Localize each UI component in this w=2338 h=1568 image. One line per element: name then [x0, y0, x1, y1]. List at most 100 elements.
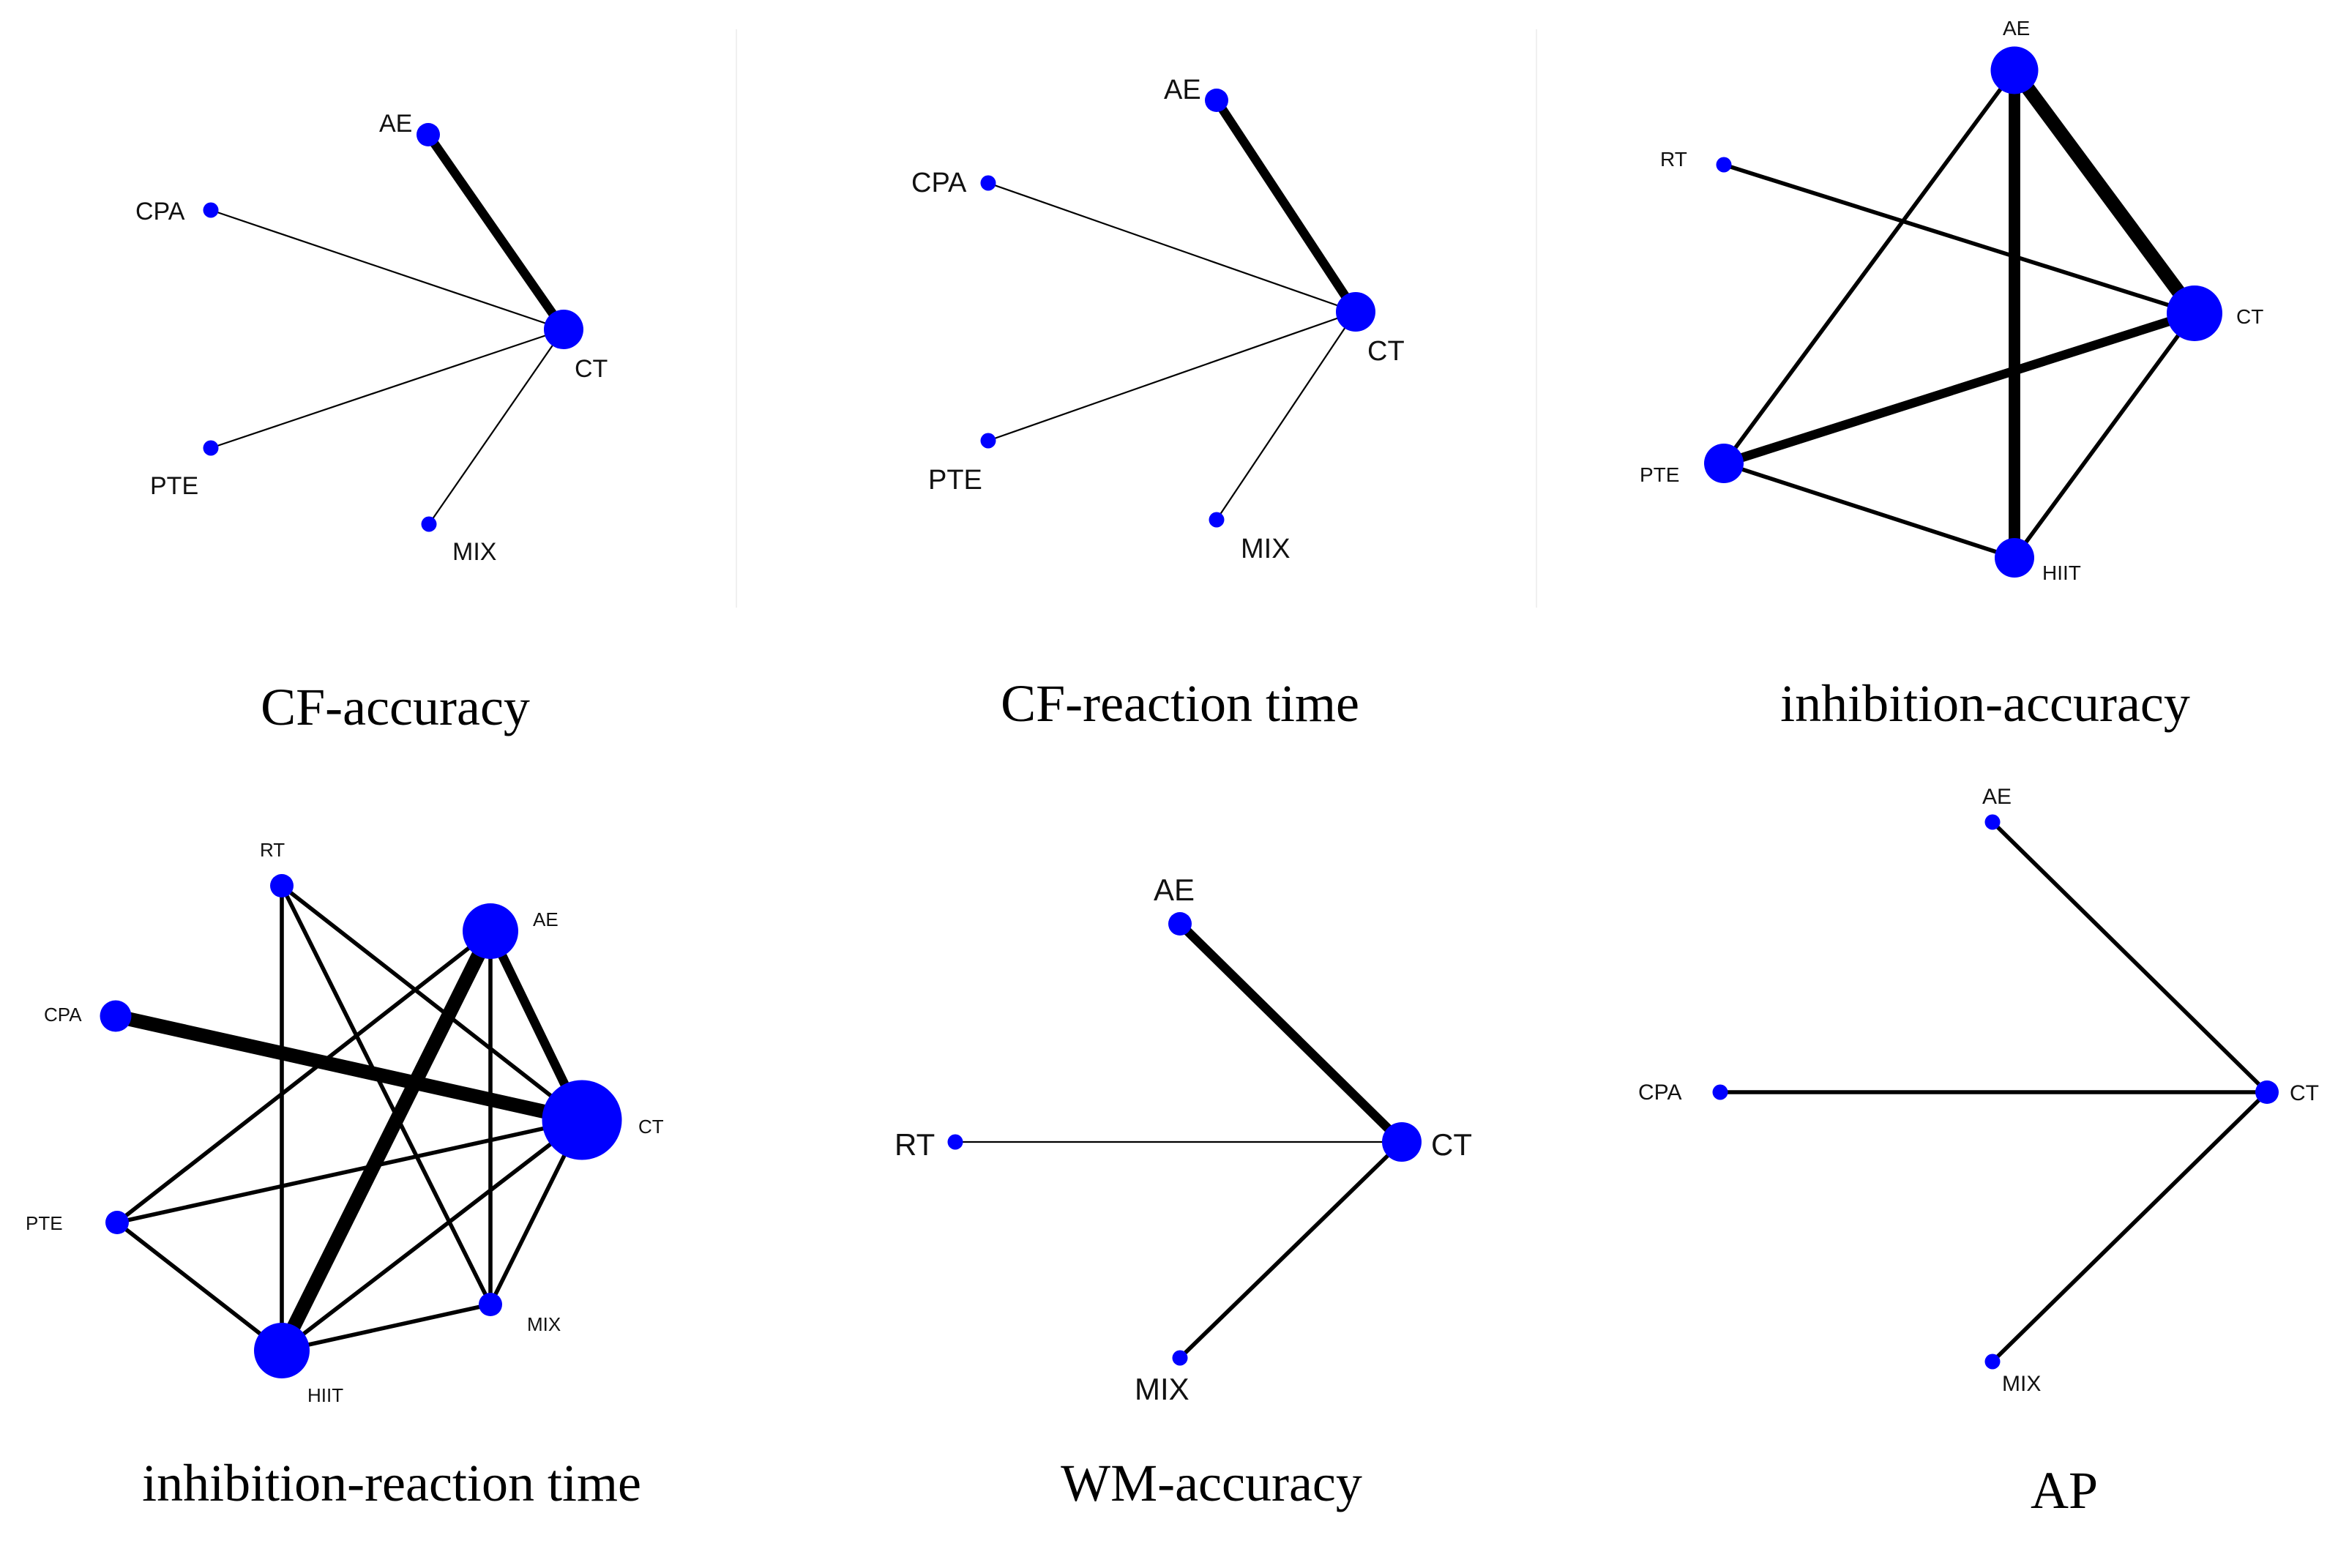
node-rt — [947, 1134, 963, 1150]
panel-caption-wm-accuracy: WM-accuracy — [1061, 1454, 1362, 1512]
node-label-cpa: CPA — [1638, 1080, 1681, 1105]
node-label-rt: RT — [1660, 148, 1687, 171]
edge-mix-ct — [428, 329, 564, 525]
edge-ct-hiit — [2012, 312, 2197, 559]
edge-ae-ct — [1176, 920, 1405, 1146]
edge-pte-ct — [1722, 309, 2196, 468]
network-panel: AE CPA CT PTE MIX — [135, 110, 608, 566]
node-ct — [2255, 1080, 2279, 1104]
node-mix — [1984, 1354, 2001, 1370]
node-ct — [544, 310, 583, 349]
node-label-rt: RT — [895, 1127, 935, 1162]
node-ct — [1382, 1122, 1422, 1162]
node-mix — [1209, 512, 1225, 528]
edge-mix-ct — [1179, 1140, 1403, 1360]
node-mix — [421, 516, 437, 532]
node-label-mix: MIX — [1241, 534, 1291, 564]
node-label-ae: AE — [2003, 17, 2030, 40]
node-label-ae: AE — [533, 908, 559, 930]
node-label-mix: MIX — [1135, 1372, 1189, 1406]
edge-rt-ct — [1723, 163, 2195, 316]
node-label-cpa: CPA — [135, 198, 185, 225]
panel-caption-inhibition-accuracy: inhibition-accuracy — [1780, 674, 2190, 733]
node-ae — [1168, 912, 1192, 936]
node-label-ae: AE — [1164, 75, 1201, 105]
node-label-mix: MIX — [2002, 1372, 2041, 1396]
node-ae — [463, 903, 518, 959]
node-label-cpa: CPA — [44, 1004, 82, 1026]
edge-ae-ct — [1991, 821, 2268, 1094]
panel-caption-cf-accuracy: CF-accuracy — [261, 678, 530, 736]
network-panel: AE RT CT PTE HIIT — [1640, 17, 2263, 584]
node-cpa — [1712, 1084, 1728, 1100]
edge-ae-pte — [116, 929, 492, 1225]
node-mix — [1172, 1350, 1188, 1366]
network-panel: AE CPA CT PTE MIX — [911, 75, 1405, 564]
node-ct — [542, 1080, 622, 1160]
panel-caption-ap: AP — [2030, 1461, 2099, 1520]
edge-ae-ct — [1212, 97, 1360, 315]
node-label-ct: CT — [1431, 1127, 1472, 1162]
panel-caption-inhibition-reaction-time: inhibition-reaction time — [142, 1454, 641, 1512]
node-rt — [1716, 157, 1732, 173]
edge-cpa-ct — [210, 209, 564, 331]
edge-cpa-ct — [113, 1009, 584, 1127]
node-pte — [980, 433, 996, 449]
edge-pte-ct — [210, 328, 564, 449]
node-label-cpa: CPA — [911, 168, 967, 198]
node-ae — [1984, 814, 2001, 830]
node-label-ae: AE — [1154, 873, 1195, 907]
node-label-mix: MIX — [452, 538, 496, 566]
node-hiit — [1995, 538, 2034, 578]
node-label-ae: AE — [1982, 785, 2012, 809]
node-label-hiit: HIIT — [2042, 561, 2081, 584]
edge-mix-ct — [1216, 311, 1356, 520]
node-label-mix: MIX — [527, 1313, 561, 1335]
edge-mix-ct — [1991, 1091, 2268, 1363]
network-panel: AE CPA CT MIX — [1638, 785, 2319, 1396]
node-cpa — [980, 175, 996, 191]
panel-divider — [736, 29, 737, 608]
node-label-rt: RT — [260, 839, 285, 861]
edge-ae-ct — [2009, 66, 2200, 318]
edge-rt-ct — [280, 884, 583, 1122]
node-ae — [1990, 46, 2039, 94]
node-mix — [479, 1293, 502, 1316]
node-label-pte: PTE — [26, 1212, 63, 1234]
node-label-ct: CT — [1367, 336, 1405, 367]
node-cpa — [203, 202, 219, 218]
node-label-pte: PTE — [1640, 463, 1679, 486]
edge-ae-pte — [1722, 69, 2017, 465]
node-label-ct: CT — [2236, 305, 2263, 328]
node-ae — [417, 123, 440, 146]
node-ae — [1205, 89, 1228, 112]
node-ct — [2167, 285, 2222, 341]
network-panel: AE RT CT MIX — [895, 873, 1472, 1406]
edge-pte-hiit — [1723, 461, 2015, 560]
node-label-ct: CT — [575, 355, 608, 383]
edge-pte-ct — [116, 1118, 583, 1225]
panel-divider — [1536, 29, 1537, 608]
edge-pte-hiit — [116, 1220, 283, 1353]
edge-hiit-ct — [280, 1118, 583, 1353]
node-pte — [203, 440, 219, 456]
node-rt — [270, 874, 294, 897]
node-cpa — [100, 1000, 132, 1032]
node-label-ct: CT — [638, 1116, 664, 1138]
node-hiit — [254, 1323, 310, 1378]
edge-pte-ct — [987, 310, 1356, 442]
node-label-pte: PTE — [928, 465, 982, 496]
edge-rt-mix — [280, 884, 493, 1306]
node-label-ae: AE — [379, 110, 412, 138]
edge-cpa-ct — [987, 182, 1356, 313]
edge-ae-ct — [424, 132, 568, 332]
node-label-pte: PTE — [150, 472, 198, 500]
node-ct — [1336, 292, 1375, 332]
edge-ae-hiit — [275, 927, 497, 1354]
panel-caption-cf-reaction-time: CF-reaction time — [1001, 674, 1359, 733]
node-pte — [1704, 444, 1744, 483]
node-label-ct: CT — [2290, 1081, 2319, 1105]
